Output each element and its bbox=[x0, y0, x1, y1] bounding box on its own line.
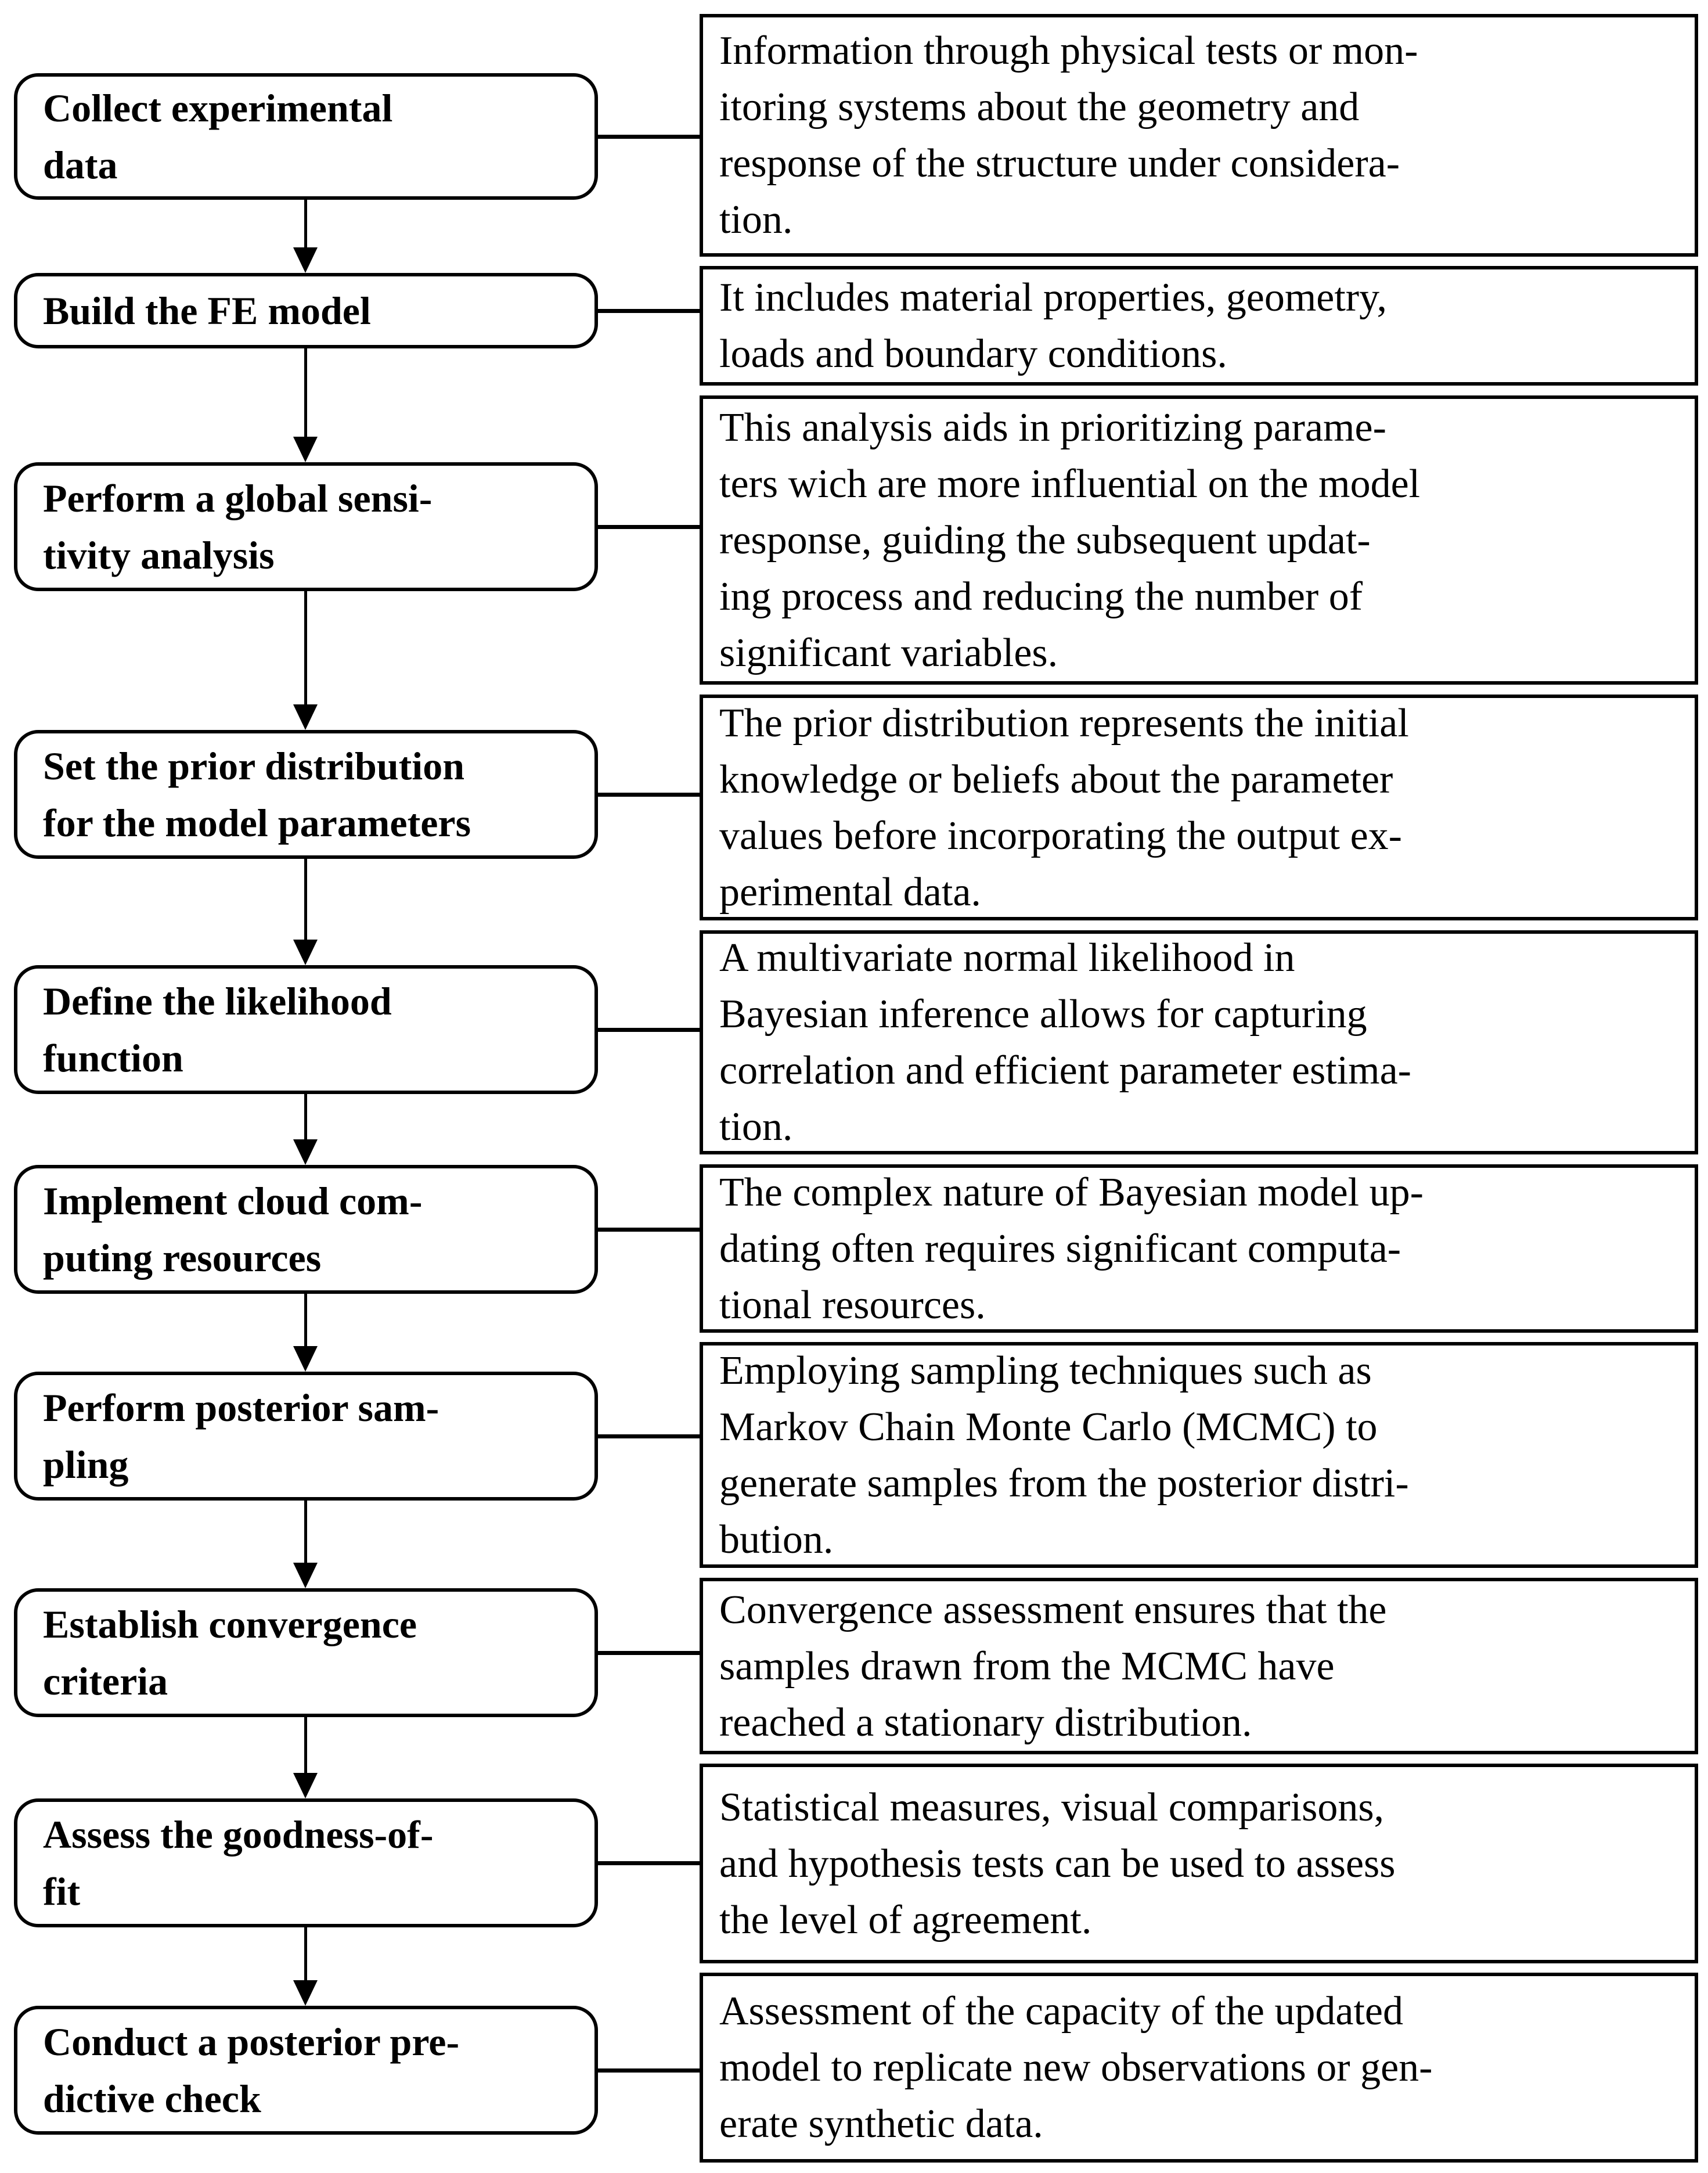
flow-step-10: Conduct a posterior pre- dictive check bbox=[14, 2006, 598, 2135]
down-arrow-5 bbox=[304, 1094, 307, 1141]
arrowhead-icon-9 bbox=[293, 1980, 318, 2006]
arrowhead-icon-8 bbox=[293, 1773, 318, 1798]
description-box-2: It includes material properties, geometr… bbox=[700, 266, 1698, 386]
down-arrow-9 bbox=[304, 1927, 307, 1981]
description-3-text: This analysis aids in prioritizing param… bbox=[719, 405, 1421, 675]
flow-step-4: Set the prior distribution for the model… bbox=[14, 730, 598, 859]
flow-step-9-label: Assess the goodness-of- fit bbox=[43, 1812, 434, 1913]
down-arrow-8 bbox=[304, 1717, 307, 1774]
description-box-5: A multivariate normal likelihood in Baye… bbox=[700, 930, 1698, 1154]
flow-step-3: Perform a global sensi- tivity analysis bbox=[14, 462, 598, 591]
arrowhead-icon-7 bbox=[293, 1563, 318, 1588]
flow-step-5: Define the likelihood function bbox=[14, 965, 598, 1094]
flow-step-4-label: Set the prior distribution for the model… bbox=[43, 744, 471, 845]
flow-step-2: Build the FE model bbox=[14, 273, 598, 348]
flow-step-10-label: Conduct a posterior pre- dictive check bbox=[43, 2020, 460, 2121]
down-arrow-3 bbox=[304, 591, 307, 706]
connector-line-10 bbox=[598, 2068, 700, 2073]
flow-step-7-label: Perform posterior sam- pling bbox=[43, 1386, 439, 1487]
flow-step-1: Collect experimental data bbox=[14, 73, 598, 200]
connector-line-8 bbox=[598, 1651, 700, 1655]
description-box-7: Employing sampling techniques such as Ma… bbox=[700, 1342, 1698, 1568]
description-2-text: It includes material properties, geometr… bbox=[719, 275, 1388, 376]
description-7-text: Employing sampling techniques such as Ma… bbox=[719, 1348, 1409, 1562]
down-arrow-1 bbox=[304, 200, 307, 249]
flow-step-3-label: Perform a global sensi- tivity analysis bbox=[43, 476, 433, 577]
flow-step-5-label: Define the likelihood function bbox=[43, 979, 392, 1080]
flow-step-2-label: Build the FE model bbox=[43, 289, 371, 333]
description-box-10: Assessment of the capacity of the update… bbox=[700, 1973, 1698, 2163]
flow-step-8: Establish convergence criteria bbox=[14, 1588, 598, 1717]
arrowhead-icon-2 bbox=[293, 437, 318, 462]
description-box-9: Statistical measures, visual comparisons… bbox=[700, 1764, 1698, 1963]
arrowhead-icon-1 bbox=[293, 247, 318, 273]
connector-line-1 bbox=[598, 135, 700, 139]
flow-step-6: Implement cloud com- puting resources bbox=[14, 1165, 598, 1294]
description-1-text: Information through physical tests or mo… bbox=[719, 28, 1418, 242]
arrowhead-icon-3 bbox=[293, 704, 318, 730]
description-box-1: Information through physical tests or mo… bbox=[700, 14, 1698, 257]
flow-step-7: Perform posterior sam- pling bbox=[14, 1372, 598, 1501]
description-box-6: The complex nature of Bayesian model up-… bbox=[700, 1164, 1698, 1333]
connector-line-3 bbox=[598, 525, 700, 529]
connector-line-6 bbox=[598, 1228, 700, 1232]
connector-line-2 bbox=[598, 309, 700, 313]
flow-step-8-label: Establish convergence criteria bbox=[43, 1602, 417, 1703]
description-8-text: Convergence assessment ensures that the … bbox=[719, 1587, 1387, 1745]
flow-step-6-label: Implement cloud com- puting resources bbox=[43, 1179, 423, 1280]
description-9-text: Statistical measures, visual comparisons… bbox=[719, 1785, 1396, 1942]
arrowhead-icon-6 bbox=[293, 1346, 318, 1372]
connector-line-7 bbox=[598, 1434, 700, 1438]
description-10-text: Assessment of the capacity of the update… bbox=[719, 1989, 1433, 2146]
arrowhead-icon-5 bbox=[293, 1139, 318, 1165]
description-6-text: The complex nature of Bayesian model up-… bbox=[719, 1170, 1424, 1327]
down-arrow-4 bbox=[304, 859, 307, 941]
description-4-text: The prior distribution represents the in… bbox=[719, 700, 1409, 915]
description-5-text: A multivariate normal likelihood in Baye… bbox=[719, 936, 1411, 1149]
flow-step-9: Assess the goodness-of- fit bbox=[14, 1798, 598, 1927]
connector-line-5 bbox=[598, 1028, 700, 1032]
description-box-3: This analysis aids in prioritizing param… bbox=[700, 395, 1698, 685]
down-arrow-2 bbox=[304, 348, 307, 438]
connector-line-9 bbox=[598, 1861, 700, 1865]
connector-line-4 bbox=[598, 793, 700, 797]
description-box-8: Convergence assessment ensures that the … bbox=[700, 1578, 1698, 1754]
down-arrow-6 bbox=[304, 1294, 307, 1347]
description-box-4: The prior distribution represents the in… bbox=[700, 695, 1698, 920]
arrowhead-icon-4 bbox=[293, 940, 318, 965]
flow-step-1-label: Collect experimental data bbox=[43, 86, 393, 187]
down-arrow-7 bbox=[304, 1501, 307, 1564]
